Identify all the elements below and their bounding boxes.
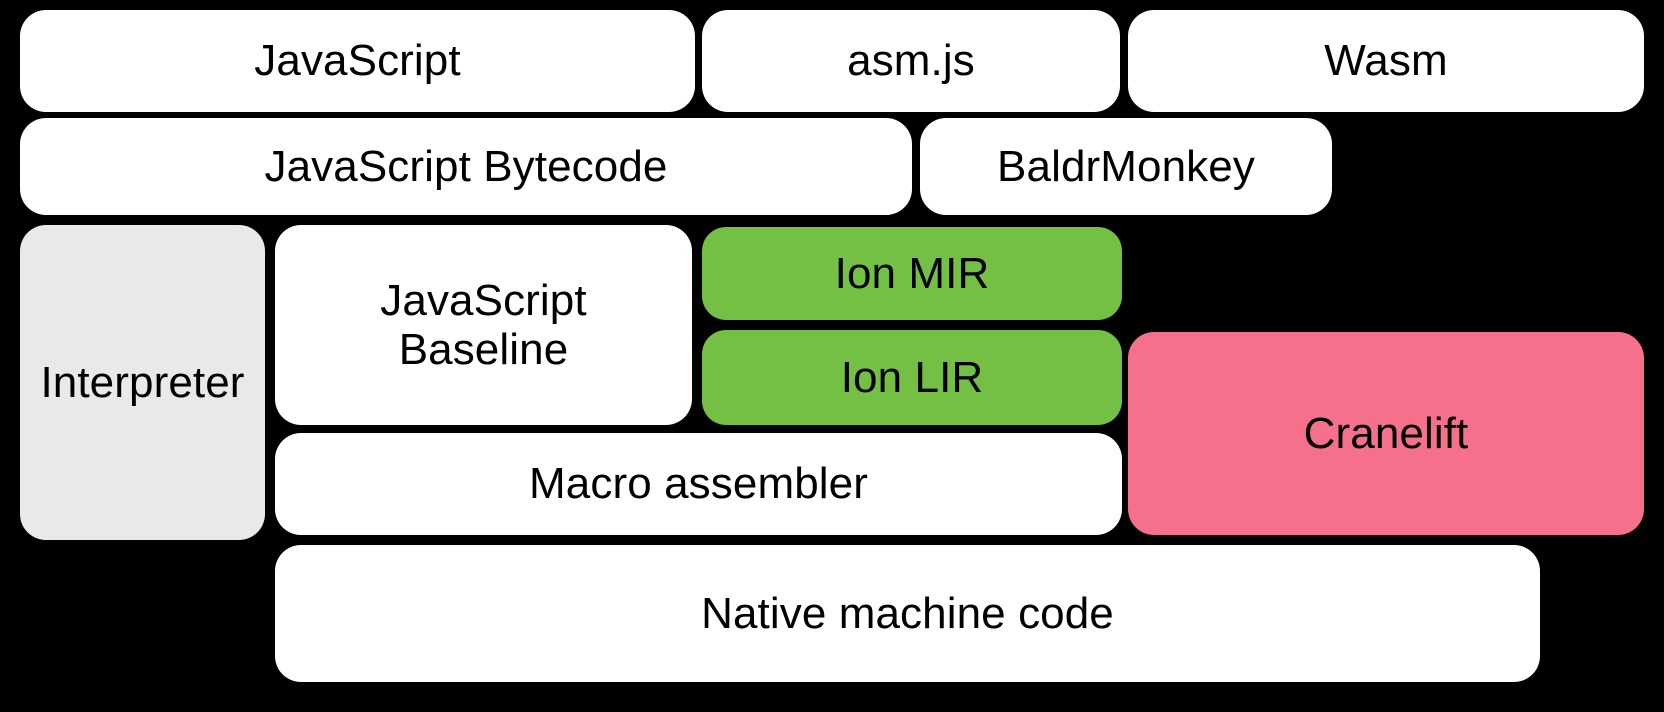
node-javascript-baseline[interactable]: JavaScript Baseline [275, 225, 692, 425]
node-asmjs[interactable]: asm.js [702, 10, 1120, 112]
node-interpreter[interactable]: Interpreter [20, 225, 265, 540]
node-native-machine-code[interactable]: Native machine code [275, 545, 1540, 682]
node-baldrmonkey[interactable]: BaldrMonkey [920, 118, 1332, 215]
node-ion-lir[interactable]: Ion LIR [702, 330, 1122, 425]
node-javascript-bytecode[interactable]: JavaScript Bytecode [20, 118, 912, 215]
node-javascript[interactable]: JavaScript [20, 10, 695, 112]
node-ion-mir[interactable]: Ion MIR [702, 227, 1122, 320]
node-cranelift[interactable]: Cranelift [1128, 332, 1644, 535]
node-wasm[interactable]: Wasm [1128, 10, 1644, 112]
node-macro-assembler[interactable]: Macro assembler [275, 433, 1122, 535]
